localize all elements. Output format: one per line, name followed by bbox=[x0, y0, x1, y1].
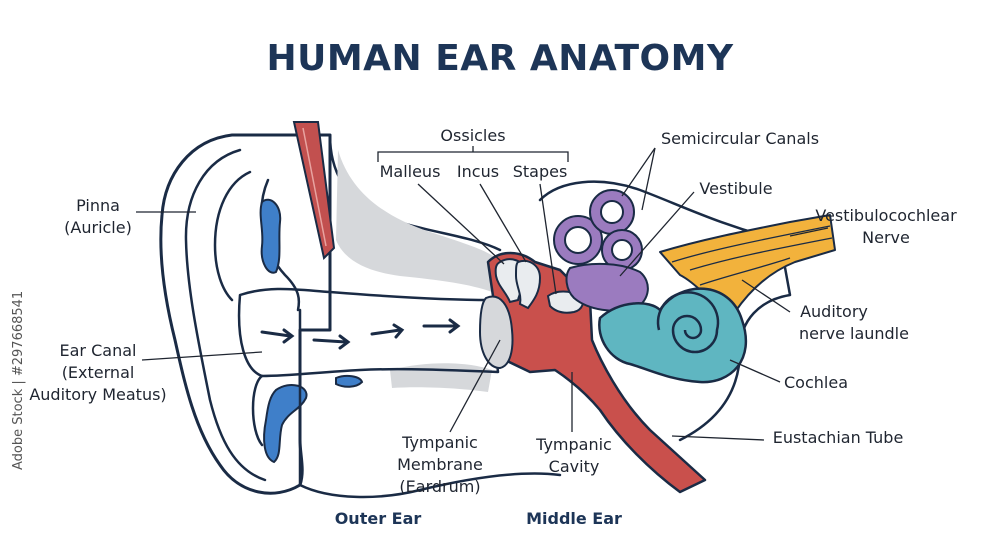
label-semicircular-canals: Semicircular Canals bbox=[661, 129, 819, 148]
label-ossicles: Ossicles bbox=[440, 126, 505, 145]
label-auditory-2: nerve laundle bbox=[799, 324, 909, 343]
cartilage-lower bbox=[263, 383, 308, 464]
leader-lines bbox=[136, 146, 829, 441]
label-ear-canal-3: Auditory Meatus) bbox=[29, 385, 166, 404]
label-malleus: Malleus bbox=[380, 162, 441, 181]
label-vestibulocochlear-1: Vestibulocochlear bbox=[815, 206, 957, 225]
sound-wave-arrows bbox=[260, 318, 461, 350]
label-pinna-2: (Auricle) bbox=[64, 218, 132, 237]
label-auditory-1: Auditory bbox=[800, 302, 868, 321]
tympanic-cavity bbox=[486, 251, 707, 494]
label-vestibule: Vestibule bbox=[699, 179, 772, 198]
label-tympanic-membrane-1: Tympanic bbox=[401, 433, 478, 452]
label-vestibulocochlear-2: Nerve bbox=[862, 228, 910, 247]
outer-ear-illustration bbox=[159, 121, 562, 499]
temporal-muscle bbox=[292, 121, 336, 260]
label-stapes: Stapes bbox=[513, 162, 568, 181]
label-tympanic-cavity-1: Tympanic bbox=[535, 435, 612, 454]
watermark-side-text: Adobe Stock | #297668541 bbox=[11, 291, 26, 470]
label-eustachian-tube: Eustachian Tube bbox=[773, 428, 904, 447]
page-title: HUMAN EAR ANATOMY bbox=[266, 38, 733, 79]
label-tympanic-cavity-2: Cavity bbox=[549, 457, 600, 476]
label-tympanic-membrane-2: Membrane bbox=[397, 455, 483, 474]
temporal-bone bbox=[336, 150, 500, 292]
label-pinna-1: Pinna bbox=[76, 196, 120, 215]
inner-ear-illustration bbox=[538, 180, 836, 442]
tympanic-membrane-shape bbox=[478, 295, 514, 370]
incus-shape bbox=[514, 260, 542, 310]
cochlea-shape bbox=[598, 287, 748, 384]
section-middle-ear: Middle Ear bbox=[526, 509, 622, 528]
section-outer-ear: Outer Ear bbox=[335, 509, 422, 528]
cartilage-upper bbox=[259, 198, 282, 274]
label-ear-canal-1: Ear Canal bbox=[60, 341, 137, 360]
label-ear-canal-2: (External bbox=[62, 363, 135, 382]
labels: Ossicles Malleus Incus Stapes Semicircul… bbox=[29, 126, 957, 528]
label-cochlea: Cochlea bbox=[784, 373, 848, 392]
label-incus: Incus bbox=[457, 162, 499, 181]
label-tympanic-membrane-3: (Eardrum) bbox=[399, 477, 480, 496]
semicircular-canals-shape bbox=[553, 189, 643, 271]
